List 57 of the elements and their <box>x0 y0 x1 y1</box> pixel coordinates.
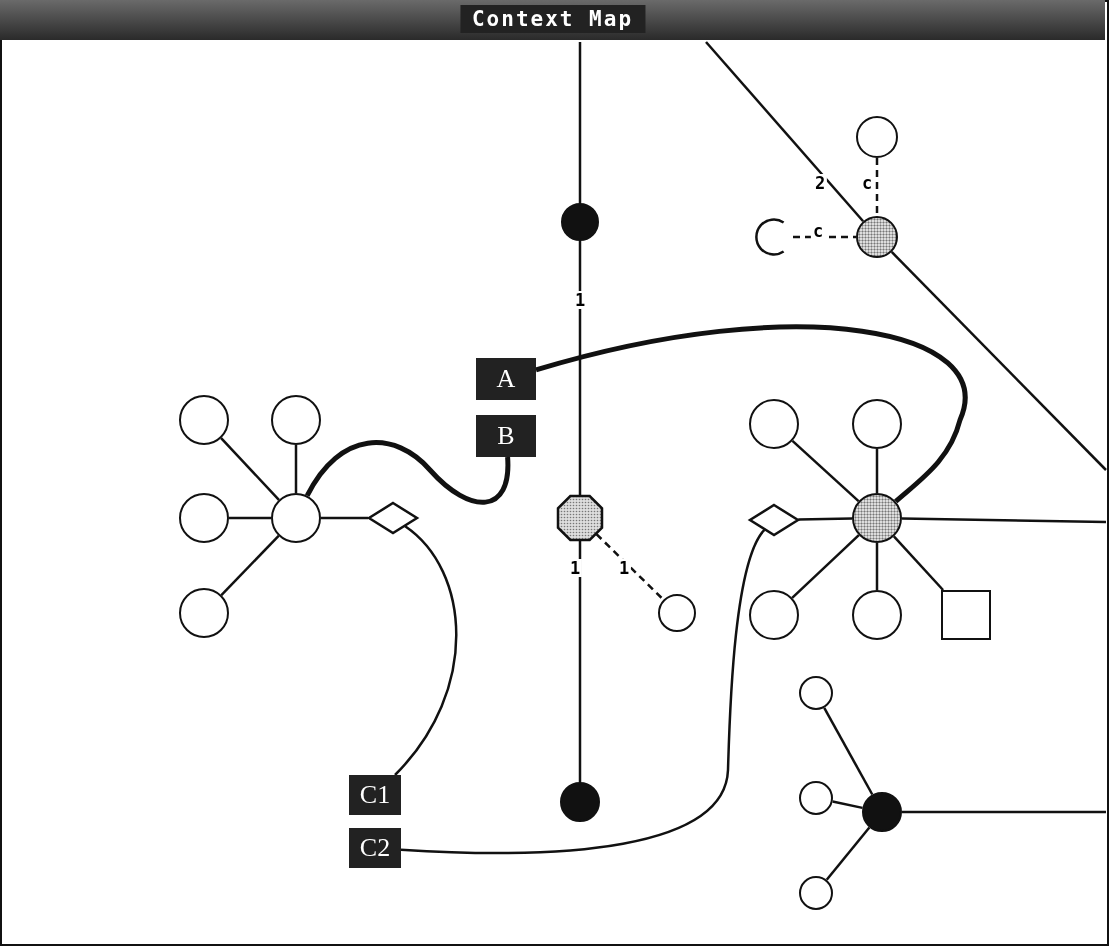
connector-line <box>229 516 271 520</box>
circle-node <box>271 493 321 543</box>
circle-node <box>799 676 833 710</box>
circle-node <box>658 594 696 632</box>
connector-line <box>823 707 874 796</box>
circle-node <box>749 399 799 449</box>
label-tag: A <box>476 358 536 400</box>
connector-line <box>791 439 860 503</box>
connector-line <box>305 440 511 505</box>
circle-node <box>749 590 799 640</box>
square-node <box>941 590 991 640</box>
filled-circle <box>560 782 600 822</box>
label-tag: C1 <box>349 775 401 815</box>
connector-line <box>595 533 665 601</box>
connector-line <box>798 517 853 521</box>
connector-line <box>394 525 458 776</box>
circle-node <box>799 876 833 910</box>
circle-node <box>179 493 229 543</box>
circle-node <box>799 781 833 815</box>
diamond-node <box>368 502 418 534</box>
connector-line <box>890 251 1107 471</box>
edge-label: 2 <box>812 174 828 192</box>
connector-line <box>400 529 766 855</box>
shaded-circle <box>852 493 902 543</box>
circle-node <box>179 395 229 445</box>
label-tag: B <box>476 415 536 457</box>
connector-line <box>578 541 582 782</box>
connector-line <box>901 517 1107 524</box>
connector-line <box>220 437 280 501</box>
connector-line <box>893 535 944 591</box>
connector-line <box>321 516 368 520</box>
circle-node <box>852 399 902 449</box>
connector-line <box>875 543 879 590</box>
connector-line <box>902 810 1106 814</box>
diamond-node <box>749 504 799 536</box>
circle-node <box>271 395 321 445</box>
connector-line <box>832 800 863 810</box>
circle-node <box>856 116 898 158</box>
connector-line <box>875 449 879 493</box>
connector-line <box>220 535 280 596</box>
connector-line <box>791 534 860 599</box>
connector-line <box>705 41 865 223</box>
connector-line <box>294 445 298 493</box>
window-title: Context Map <box>459 5 646 33</box>
connector-line <box>535 324 967 504</box>
connector-line <box>578 241 582 495</box>
connector-line <box>825 826 871 881</box>
circle-node <box>179 588 229 638</box>
circle-node <box>852 590 902 640</box>
connector-line <box>793 235 856 239</box>
connector-line <box>875 158 879 216</box>
filled-circle <box>561 203 599 241</box>
label-tag: C2 <box>349 828 401 868</box>
connector-line <box>578 42 582 203</box>
filled-circle <box>862 792 902 832</box>
shaded-circle <box>856 216 898 258</box>
shaded-octagon <box>557 495 603 541</box>
